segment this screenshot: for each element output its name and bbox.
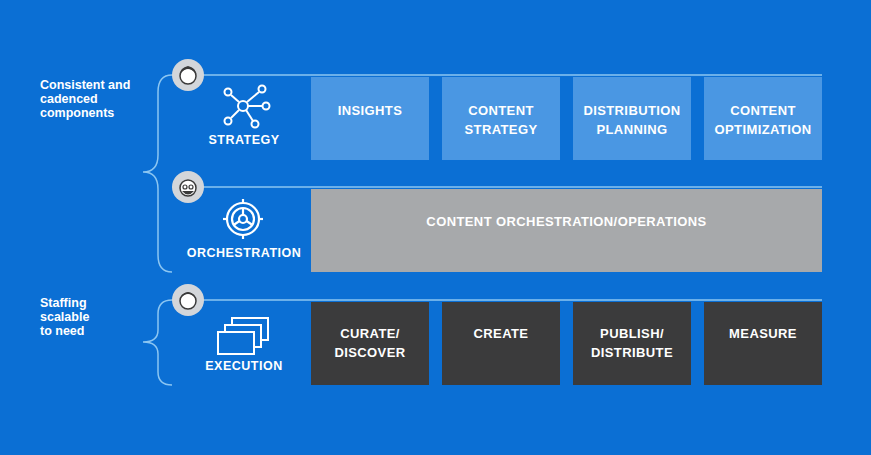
process-box: CONTENT OPTIMIZATION	[704, 77, 822, 160]
curly-brace	[143, 75, 172, 272]
process-box: MEASURE	[704, 302, 822, 385]
box-text: CREATE	[450, 324, 552, 343]
band-line	[188, 299, 822, 301]
box-text: CONTENT OPTIMIZATION	[712, 101, 814, 139]
band-line	[188, 74, 822, 76]
process-box: CONTENT STRATEGY	[442, 77, 560, 160]
network-icon	[225, 86, 270, 128]
box-text: CONTENT STRATEGY	[450, 101, 552, 139]
brace-note: Staffing scalable to need	[40, 296, 104, 338]
band-line	[188, 186, 822, 188]
brace-note: Consistent and cadenced components	[40, 78, 132, 120]
process-box: INSIGHTS	[311, 77, 429, 160]
curly-brace	[143, 300, 172, 385]
row-title: EXECUTION	[179, 359, 309, 373]
box-text: DISTRIBUTION PLANNING	[581, 101, 683, 139]
stack-icon	[218, 318, 268, 354]
operations-band: CONTENT ORCHESTRATION/OPERATIONS	[311, 189, 822, 272]
gear-icon	[223, 199, 263, 239]
process-box: DISTRIBUTION PLANNING	[573, 77, 691, 160]
process-box: PUBLISH/ DISTRIBUTE	[573, 302, 691, 385]
box-text: MEASURE	[712, 324, 814, 343]
process-box: CURATE/ DISCOVER	[311, 302, 429, 385]
avatar	[172, 284, 204, 316]
row-title: STRATEGY	[179, 133, 309, 147]
box-text: CONTENT ORCHESTRATION/OPERATIONS	[319, 212, 814, 231]
avatar	[172, 171, 204, 203]
avatar	[172, 59, 204, 91]
box-text: CURATE/ DISCOVER	[319, 324, 421, 362]
row-title: ORCHESTRATION	[179, 246, 309, 260]
box-text: PUBLISH/ DISTRIBUTE	[581, 324, 683, 362]
box-text: INSIGHTS	[319, 101, 421, 120]
process-box: CREATE	[442, 302, 560, 385]
